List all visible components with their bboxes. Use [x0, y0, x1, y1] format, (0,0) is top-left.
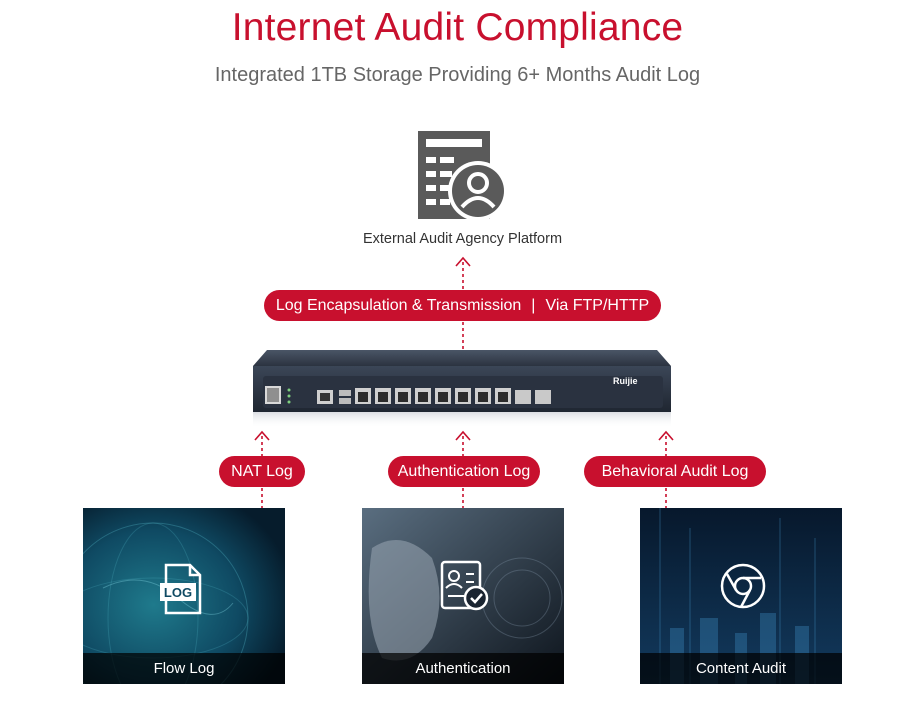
behavioral-audit-log-pill: Behavioral Audit Log — [584, 456, 766, 487]
arrow-behavior-head — [658, 430, 674, 441]
arrow-to-platform-head — [455, 256, 471, 267]
card-authentication: Authentication — [362, 508, 564, 684]
chrome-browser-icon — [720, 563, 766, 609]
nat-log-label: NAT Log — [231, 463, 293, 480]
device-brand: Ruijie — [613, 376, 638, 386]
transmission-right-text: Via FTP/HTTP — [545, 297, 650, 314]
transmission-separator: | — [531, 297, 536, 314]
card-caption-content-audit: Content Audit — [640, 653, 842, 684]
card-caption-flow-log: Flow Log — [83, 653, 285, 684]
nat-log-pill: NAT Log — [219, 456, 305, 487]
platform-label: External Audit Agency Platform — [362, 231, 563, 247]
behavioral-audit-log-label: Behavioral Audit Log — [601, 463, 749, 480]
id-card-check-icon — [440, 560, 489, 611]
transmission-left-text: Log Encapsulation & Transmission — [275, 297, 522, 314]
arrow-auth-head — [455, 430, 471, 441]
log-file-icon: LOG — [160, 563, 202, 615]
authentication-log-label: Authentication Log — [397, 463, 531, 480]
card-caption-authentication: Authentication — [362, 653, 564, 684]
authentication-log-pill: Authentication Log — [388, 456, 540, 487]
network-gateway-device: Ruijie — [253, 350, 671, 428]
page-title: Internet Audit Compliance — [231, 6, 684, 49]
card-content-audit: Content Audit — [640, 508, 842, 684]
transmission-pill: Log Encapsulation & Transmission | Via FTP… — [264, 290, 661, 321]
card-flow-log: LOG Flow Log — [83, 508, 285, 684]
arrow-nat-head — [254, 430, 270, 441]
svg-text:LOG: LOG — [164, 585, 192, 600]
page-subtitle: Integrated 1TB Storage Providing 6+ Mont… — [214, 64, 701, 86]
audit-platform-icon — [418, 131, 508, 221]
